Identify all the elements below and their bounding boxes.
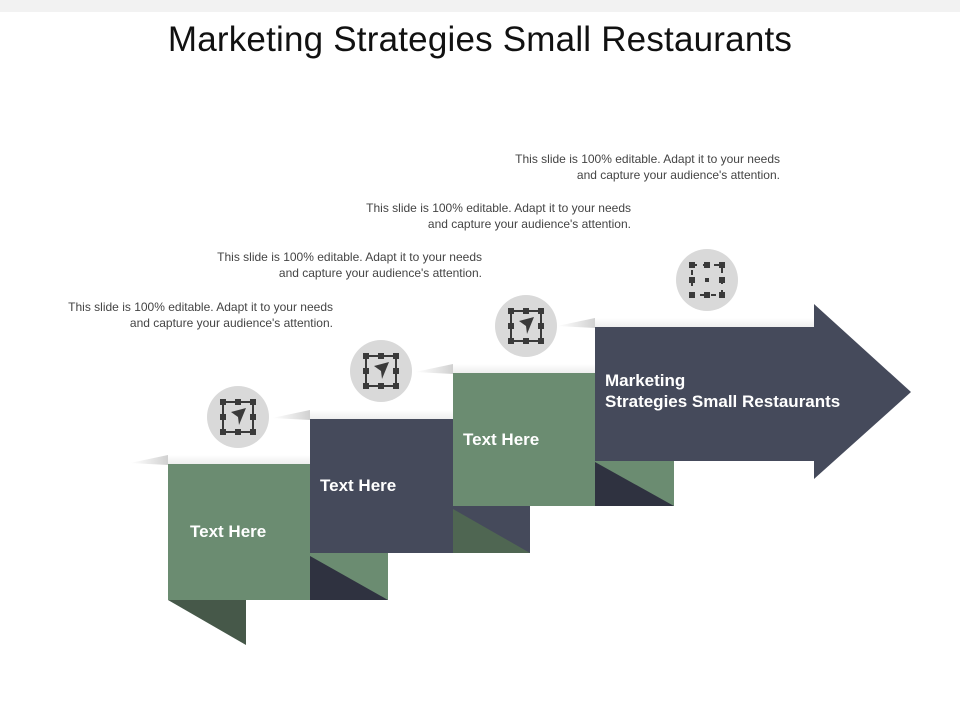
step-4-top-edge [595, 318, 815, 327]
step-4-shadow [557, 318, 595, 328]
step-1-top-edge [168, 455, 310, 464]
step-1-overlap-fold [310, 556, 388, 600]
step-3-description: This slide is 100% editable. Adapt it to… [366, 201, 631, 231]
step-3-overlap-fold [595, 462, 674, 506]
selection-square-icon [689, 262, 725, 298]
step-2-description: This slide is 100% editable. Adapt it to… [217, 250, 482, 280]
step-1-description: This slide is 100% editable. Adapt it to… [68, 300, 333, 330]
step-2-top-edge [310, 410, 453, 419]
slide-title: Marketing Strategies Small Restaurants [167, 20, 793, 59]
step-4-label: Marketing Strategies Small Restaurants [605, 371, 841, 411]
step-4-arrow [595, 304, 911, 479]
step-2 [272, 340, 530, 553]
step-4 [557, 249, 911, 479]
cursor-select-icon [363, 353, 399, 389]
cursor-select-icon [508, 308, 544, 344]
step-3-shadow [415, 364, 453, 374]
cursor-select-icon [220, 399, 256, 435]
step-1-shadow [130, 455, 168, 465]
step-2-shadow [272, 410, 310, 420]
step-3-top-edge [453, 364, 595, 373]
step-3-label: Text Here [463, 430, 540, 449]
step-4-description: This slide is 100% editable. Adapt it to… [515, 152, 780, 182]
step-2-label: Text Here [320, 476, 397, 495]
step-1-fold [168, 600, 246, 645]
step-1-label: Text Here [190, 522, 267, 541]
step-3 [415, 295, 674, 506]
step-2-overlap-fold [453, 509, 530, 553]
top-strip [0, 0, 960, 12]
